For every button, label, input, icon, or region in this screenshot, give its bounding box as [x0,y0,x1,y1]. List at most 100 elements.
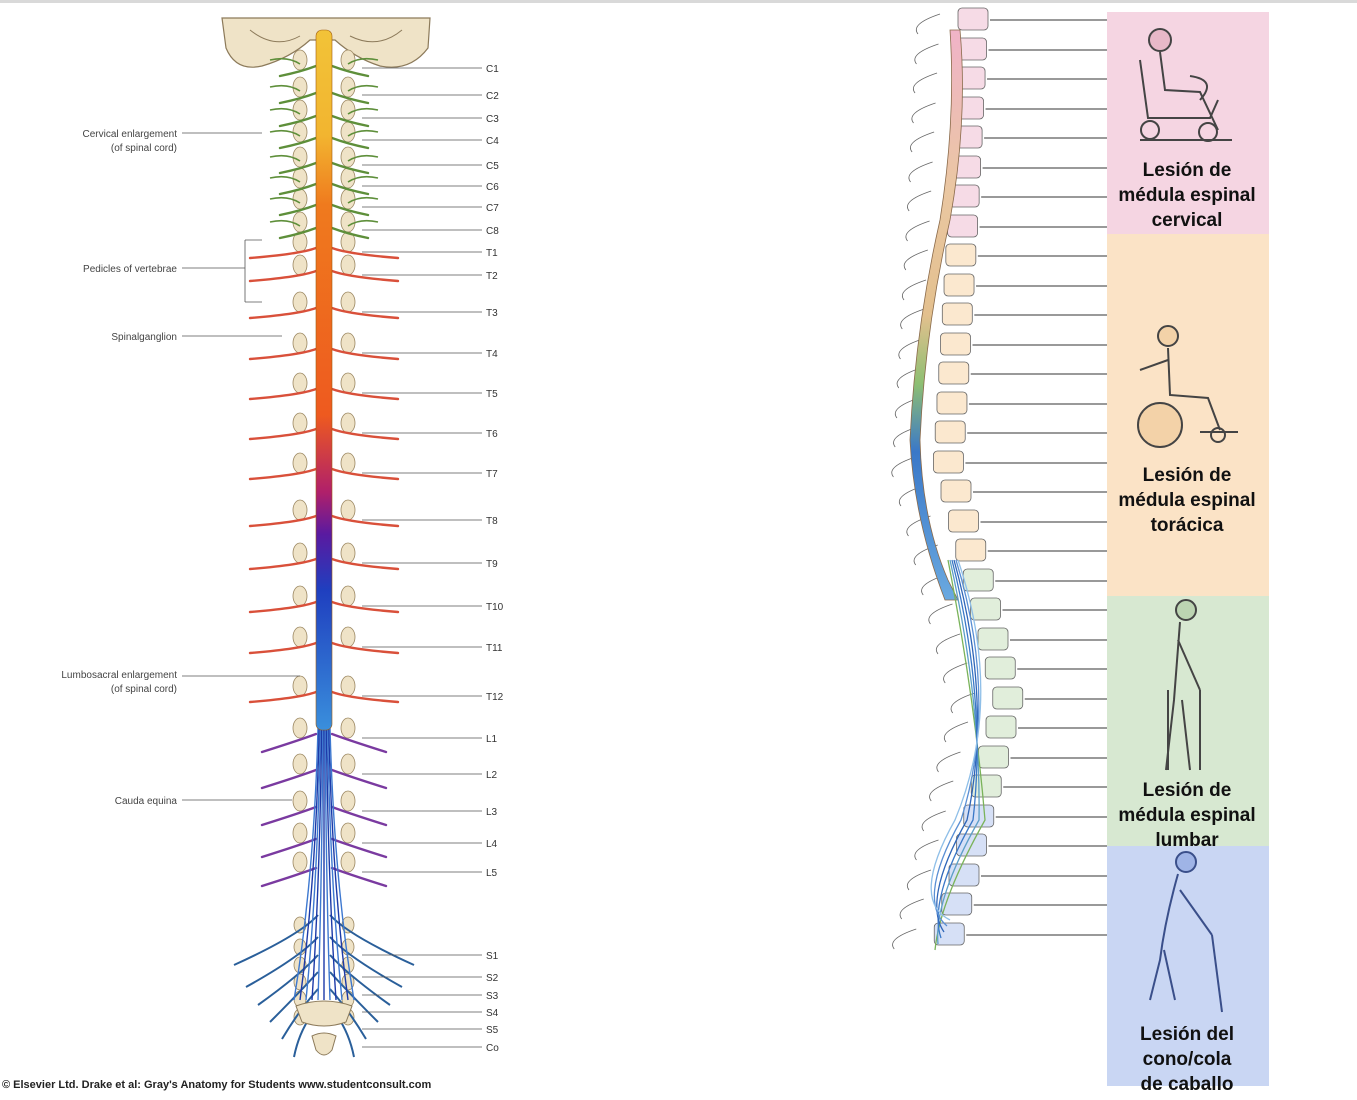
spinal-nerve-left [248,427,318,441]
spinous-process [921,810,946,832]
walker-person-icon [1165,599,1201,771]
side-spinal-cord [909,29,963,601]
cauda-equina-fibers [293,727,355,1001]
spinous-process [913,72,938,94]
nerve-branch [347,175,379,183]
cauda-fiber [324,727,331,1001]
cauda-fiber [305,727,322,1001]
band-thoracic [1107,234,1269,596]
band-lumbar [1107,596,1269,846]
segment-label: L3 [486,807,498,818]
pedicle-right [340,99,356,121]
lesion-label-line: cono/cola [1143,1049,1232,1070]
lesion-label-line: Lesión de [1143,160,1232,181]
crutch-person-icon [1149,851,1223,1013]
spinal-nerve-left [248,641,318,655]
segment-label: L4 [486,839,498,850]
spinal-nerve-left [278,203,318,217]
cauda-fiber [317,727,324,1001]
spinal-nerve-left [278,226,318,240]
pedicle-right [340,167,356,189]
pedicle-left [292,412,308,434]
pedicle-right [340,146,356,168]
vertebral-body [962,568,994,592]
lumbosacral-enlargement-label: Lumbosacral enlargement [61,670,177,681]
segment-label: T10 [486,602,504,613]
spinal-nerve-left [260,732,318,754]
vertebral-body [940,479,972,503]
spinal-nerve-left [248,557,318,571]
pedicle-right [340,675,356,697]
vertebral-body [936,391,968,415]
pedicle-right [340,254,356,276]
pedicle-left [292,675,308,697]
vertebral-body [985,715,1017,739]
sacral-nerve-right [329,971,379,1023]
pedicle-left [292,542,308,564]
cauda-fiber [299,727,320,1001]
pedicle-left [292,753,308,775]
spinous-process [900,308,925,330]
segment-label: T4 [486,349,498,360]
segment-label: Co [486,1043,499,1054]
cauda-fiber [326,727,343,1001]
pedicle-left [292,499,308,521]
pedicle-left [292,211,308,233]
side-vertebrae-group [891,7,1024,950]
pedicle-right [340,626,356,648]
spinous-process [936,751,961,773]
spinous-process [908,161,933,183]
pedicle-right [340,412,356,434]
segment-label: S3 [486,991,499,1002]
nerve-branch [269,196,301,204]
spinal-nerve-right [330,226,370,240]
spinous-process [914,43,939,65]
spinal-nerve-left [248,347,318,361]
lesion-label-line: médula espinal [1118,490,1255,511]
cauda-fiber [328,727,349,1001]
spinal-nerve-right [330,732,388,754]
segment-label: S5 [486,1025,499,1036]
nerve-branch [347,107,379,115]
pedicle-left [292,372,308,394]
level-lines-group [965,19,1107,936]
spinal-nerve-right [330,514,400,528]
segment-label: C4 [486,136,499,147]
spinal-nerve-left [260,805,318,827]
pedicle-right [340,753,356,775]
lesion-label-line: Lesión del [1140,1024,1234,1045]
vertebral-body [934,420,966,444]
spinal-nerve-right [330,182,370,196]
segment-label: S4 [486,1008,499,1019]
side-nerve-root [937,559,978,939]
spinal-nerve-left [278,64,318,78]
spinous-process [907,190,932,212]
spinous-process [935,633,961,655]
segment-label: T2 [486,271,498,282]
side-nerve-roots-group [930,559,986,951]
annotations-group [182,132,300,801]
vertebral-body [984,656,1016,680]
segment-label: C3 [486,114,499,125]
segment-label: T11 [486,643,503,654]
nerve-branch [269,175,301,183]
spinous-process [910,131,935,153]
spinal-nerve-right [330,203,370,217]
lesion-bands-group [1107,12,1269,1086]
segment-label: T5 [486,389,498,400]
spinal-nerve-left [260,866,318,888]
vertebral-body [933,450,964,474]
pedicle-left [292,121,308,143]
pedicle-right [340,499,356,521]
cervical-enlargement-sublabel: (of spinal cord) [111,143,177,154]
side-nerve-root [934,559,986,951]
spinal-nerve-right [330,467,400,481]
side-nerve-root [933,559,980,927]
sacral-nerve-right [329,914,415,966]
spinous-process [943,662,968,684]
side-nerve-root [930,559,982,921]
vertebral-body [940,332,971,356]
spinal-nerve-left [278,91,318,105]
spinous-process [914,839,939,861]
vertebral-body [970,597,1001,621]
